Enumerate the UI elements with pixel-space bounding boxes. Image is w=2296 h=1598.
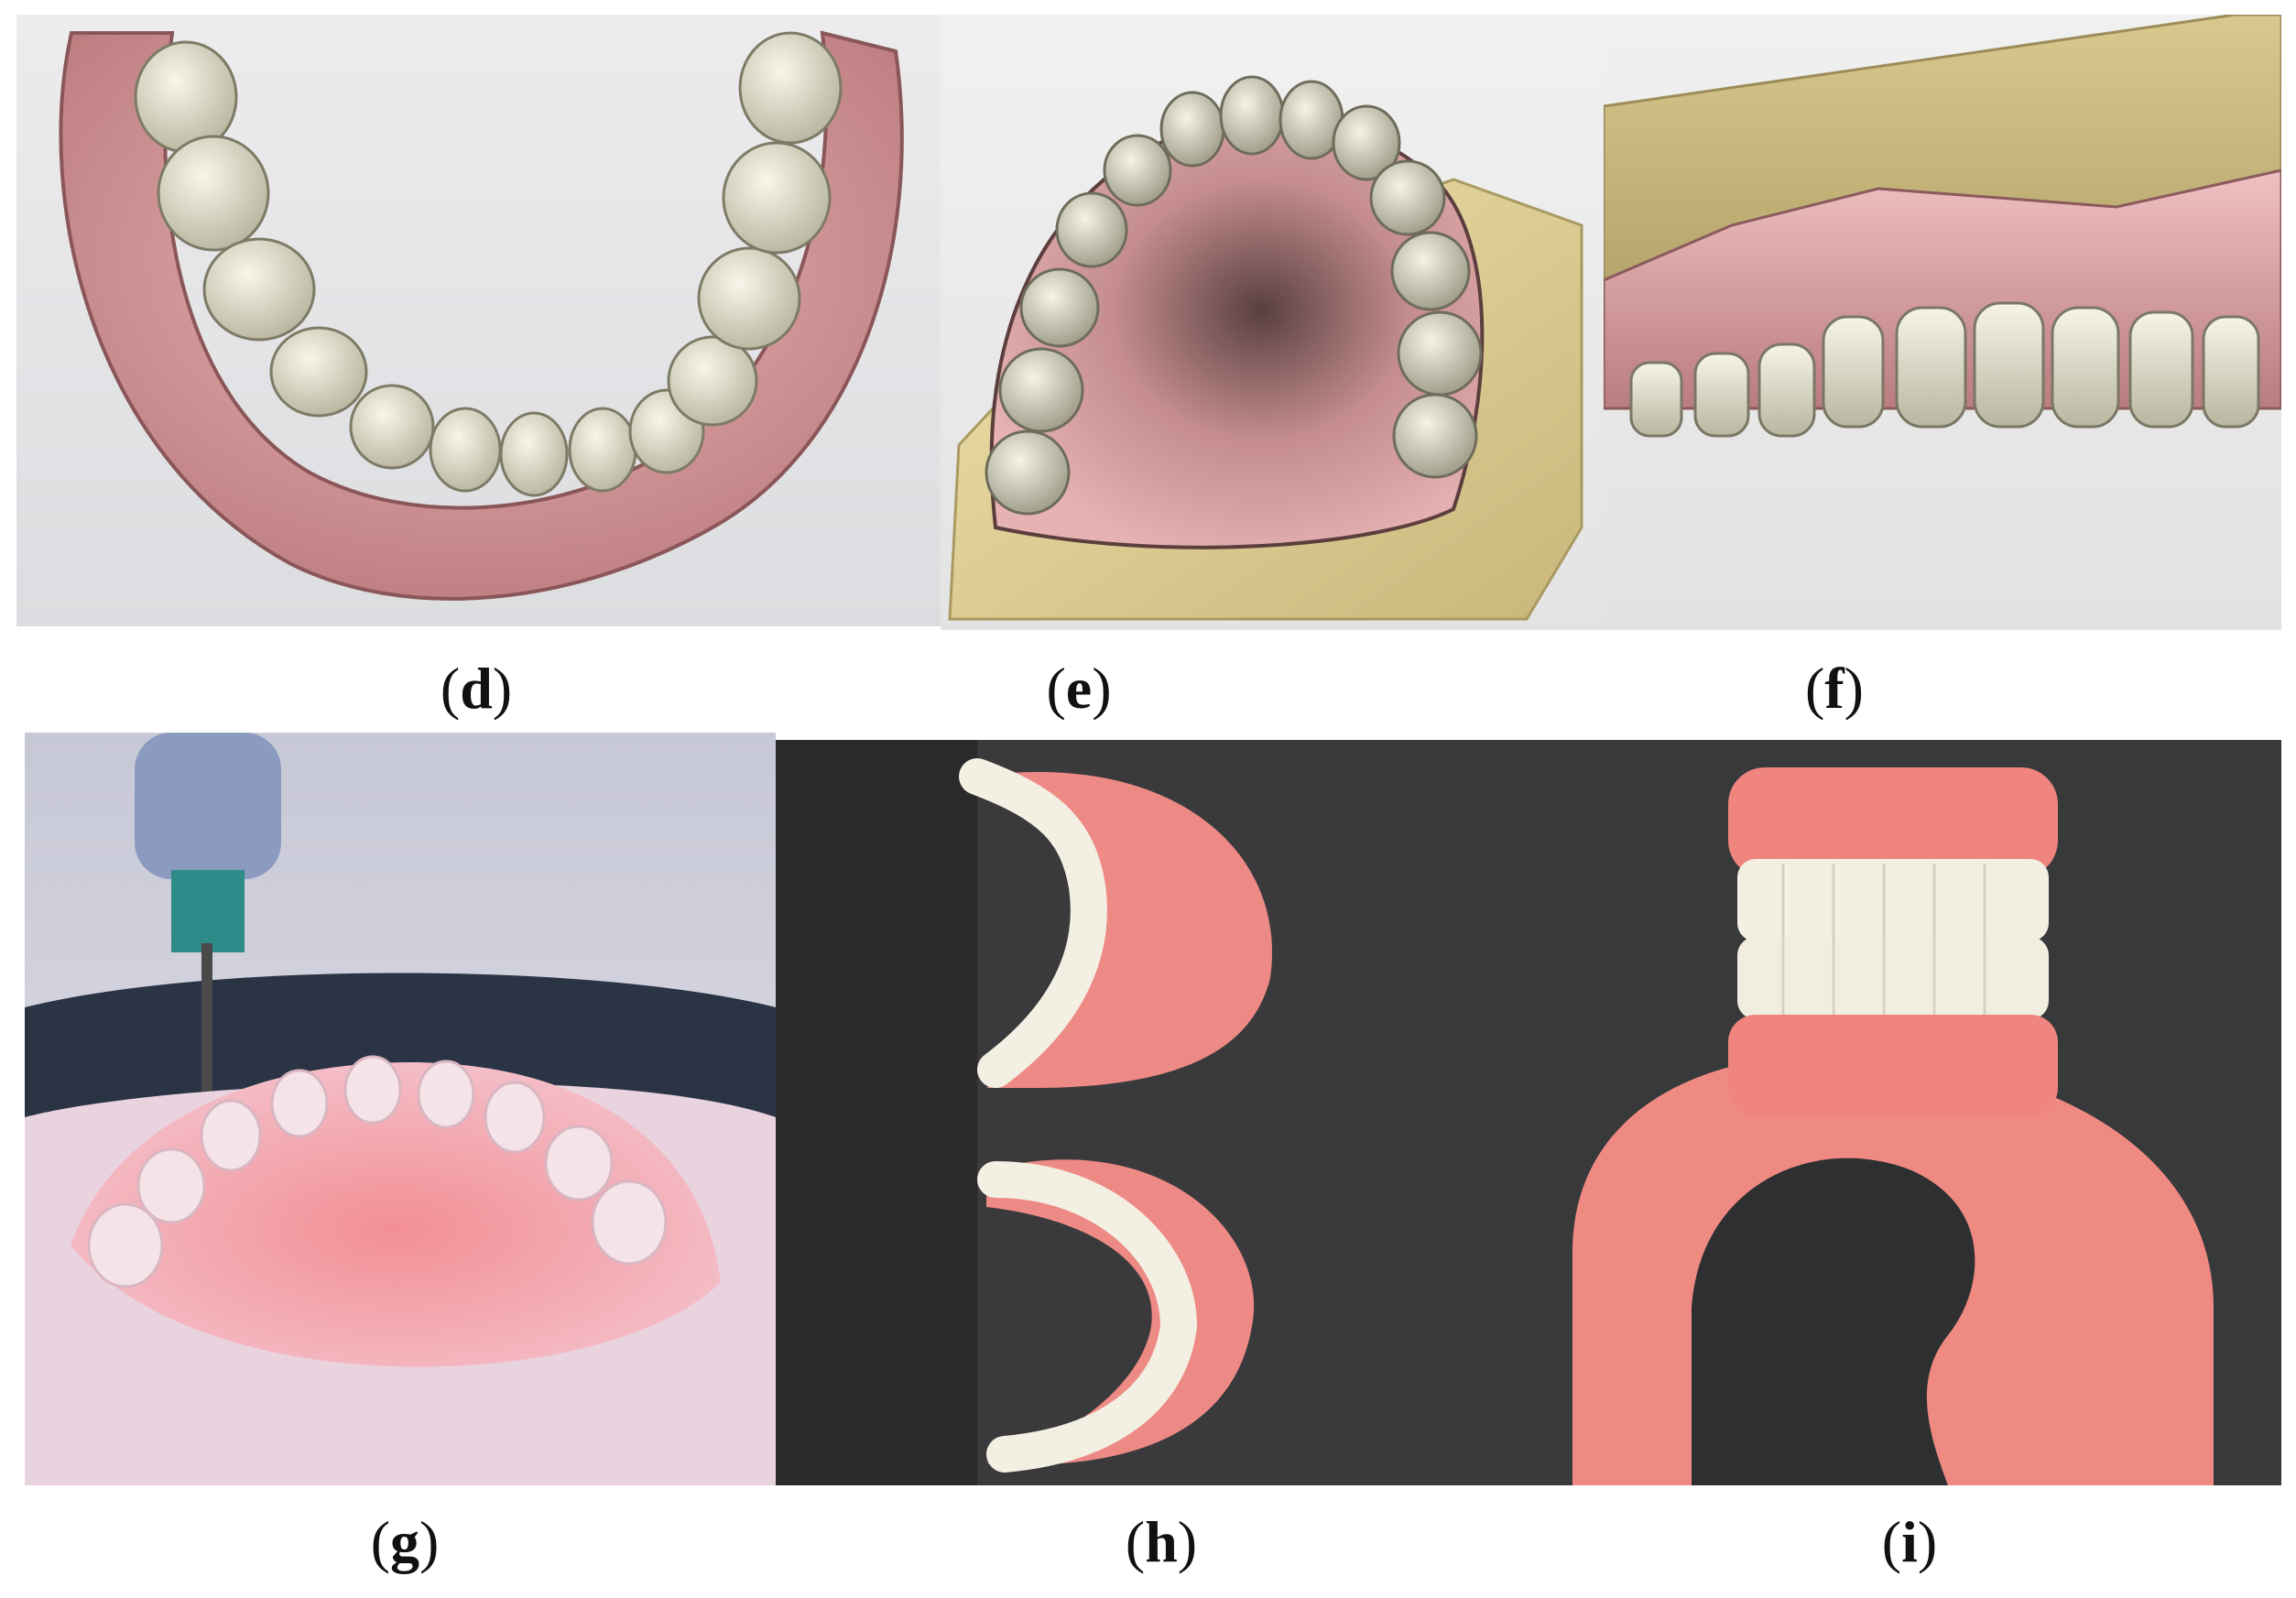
panel-h-caption: (h) — [1125, 1509, 1198, 1574]
panel-i-caption: (i) — [1881, 1509, 1938, 1574]
panel-d-caption: (d) — [440, 656, 513, 721]
panel-e-label: e — [1065, 656, 1093, 721]
panel-h-label: h — [1145, 1509, 1178, 1574]
panel-f-label: f — [1824, 656, 1844, 721]
panel-g-caption: (g) — [370, 1509, 440, 1574]
panel-g-label: g — [390, 1509, 419, 1574]
panel-h-image — [776, 740, 1518, 1485]
panel-g-image — [25, 733, 776, 1485]
panel-d-label: d — [460, 656, 493, 721]
panel-e-caption: (e) — [1046, 656, 1112, 721]
panel-d-image — [16, 15, 941, 626]
panel-e-image — [941, 15, 1604, 630]
panel-f-image — [1604, 15, 2281, 630]
panel-i-label: i — [1901, 1509, 1918, 1574]
panel-f-caption: (f) — [1805, 656, 1864, 721]
panel-i-image — [1518, 740, 2281, 1485]
